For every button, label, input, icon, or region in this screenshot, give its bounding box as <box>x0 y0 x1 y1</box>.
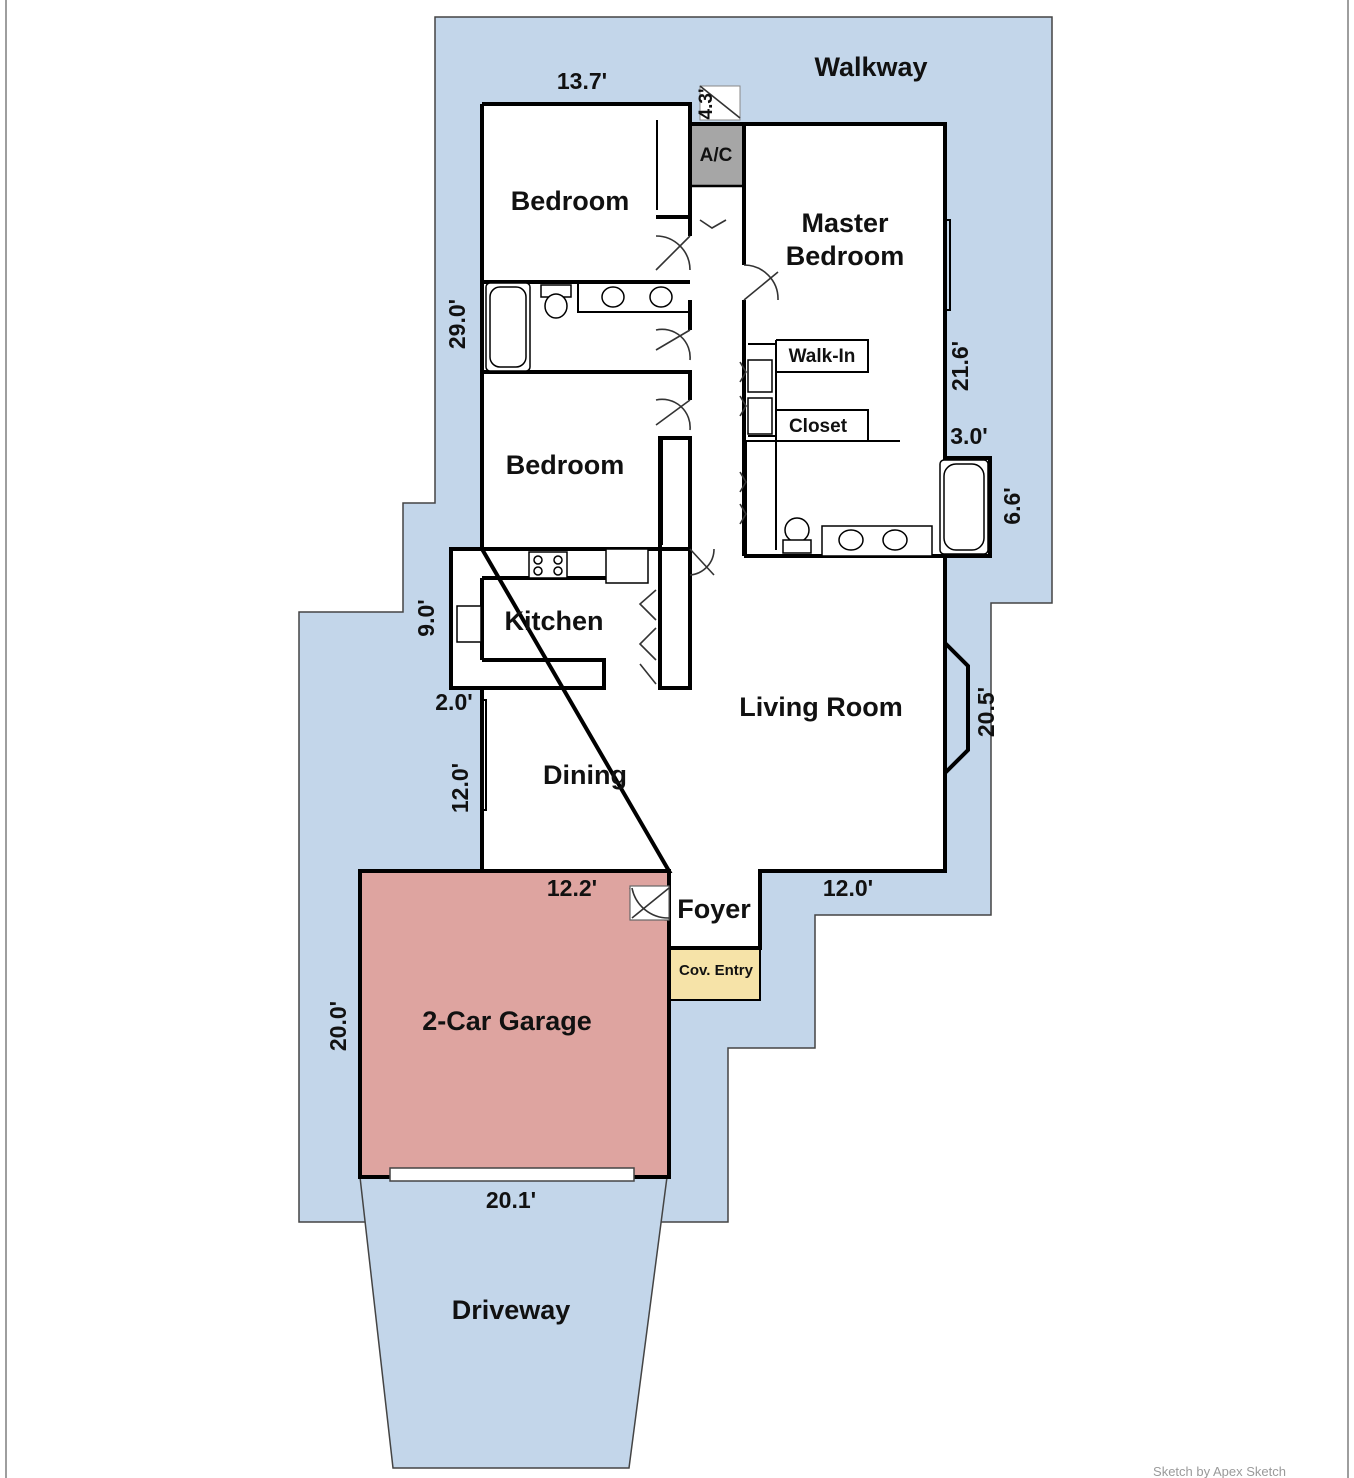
dim-dining-left: 12.0' <box>447 763 473 813</box>
dim-top-width: 13.7' <box>557 68 607 94</box>
toilet-2-tank <box>782 539 812 554</box>
dim-master-right: 21.6' <box>947 341 973 391</box>
walk-in-label: Walk-In <box>789 346 856 367</box>
dim-foyer-right: 12.0' <box>823 875 873 901</box>
cov-entry-border <box>668 947 761 1001</box>
toilet-1-bowl <box>544 293 568 319</box>
ac-access-swing <box>699 85 741 119</box>
sink-1b <box>649 286 673 308</box>
dim-living-right: 20.5' <box>973 687 999 737</box>
garage-door <box>389 1167 635 1182</box>
dryer <box>747 397 773 435</box>
dim-step-left: 2.0' <box>435 689 472 715</box>
dim-bath-width: 3.0' <box>950 423 987 449</box>
bedroom-top-label: Bedroom <box>511 186 630 216</box>
washer <box>747 359 773 393</box>
covered-entry <box>669 948 760 1000</box>
cov-entry-label: Cov. Entry <box>679 962 754 979</box>
dim-left-height: 29.0' <box>444 299 470 349</box>
kitchen-label: Kitchen <box>504 606 603 636</box>
page-border <box>5 0 1349 1478</box>
dim-garage-bottom: 20.1' <box>486 1187 536 1213</box>
bathtub-1-inner <box>489 286 527 368</box>
sink-1a <box>601 286 625 308</box>
toilet-2-bowl <box>784 517 810 543</box>
bedroom-mid-label: Bedroom <box>506 450 625 480</box>
walkway-label: Walkway <box>814 52 927 82</box>
dim-kitchen-left: 9.0' <box>413 599 439 636</box>
foyer-door-swing <box>631 887 670 919</box>
burner-2 <box>553 555 563 565</box>
sink-2a <box>838 529 864 551</box>
ac-label: A/C <box>700 145 733 166</box>
windows <box>482 219 951 811</box>
burner-1 <box>533 555 543 565</box>
dim-bath-height: 6.6' <box>999 487 1025 524</box>
driveway-label: Driveway <box>452 1295 571 1325</box>
credit-text: Sketch by Apex Sketch <box>1153 1464 1286 1478</box>
interior-walls <box>451 104 945 690</box>
garage-label: 2-Car Garage <box>422 1006 592 1036</box>
dim-garage-top: 12.2' <box>547 875 597 901</box>
burner-3 <box>533 566 543 576</box>
sink-2b <box>882 529 908 551</box>
dim-ac-depth: 4.3' <box>696 89 717 120</box>
living-room-label: Living Room <box>739 692 903 722</box>
fridge <box>605 548 649 584</box>
kitchen-sink <box>456 605 482 643</box>
closet-lines <box>577 120 900 550</box>
bifold-doors <box>638 361 747 685</box>
bay-window <box>943 641 970 775</box>
master-label-2: Bedroom <box>786 241 905 271</box>
master-label-1: Master <box>801 208 889 238</box>
dim-garage-left: 20.0' <box>325 1001 351 1051</box>
foyer-label: Foyer <box>677 894 751 924</box>
dining-label: Dining <box>543 760 627 790</box>
closet-label: Closet <box>789 416 848 437</box>
bathtub-2-inner <box>943 463 985 551</box>
house-interior <box>451 104 990 948</box>
garage-area <box>360 871 669 1177</box>
burner-4 <box>553 566 563 576</box>
